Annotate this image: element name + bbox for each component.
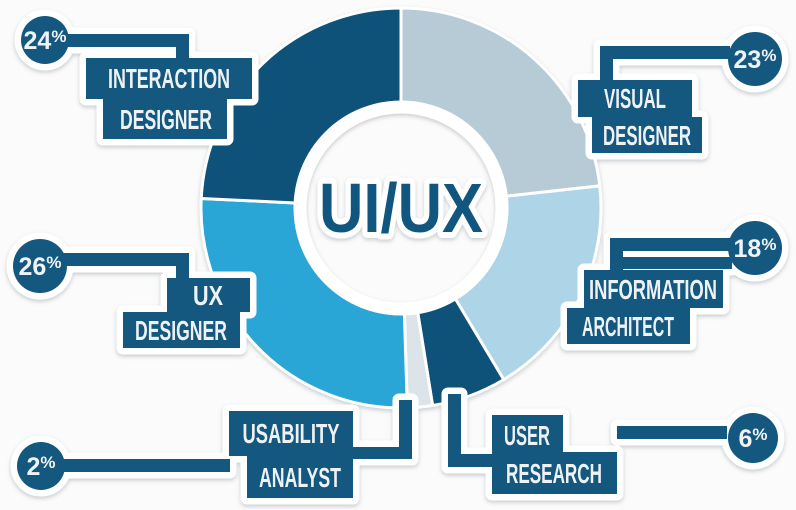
label-box-row1 [229,411,353,456]
label-line: VISUAL [604,83,666,114]
connector-elbow [600,46,613,86]
label-line: ARCHITECT [582,311,674,342]
connector-elbow [176,253,189,283]
label-box-row2 [103,99,227,139]
percent-label: 26% [19,253,62,281]
connector-elbow [610,238,623,274]
label-line: RESEARCH [506,458,602,489]
percent-label: 24% [24,27,67,55]
callout-interaction-designer: INTERACTION DESIGNER 24% [14,9,259,146]
label-box-row1 [578,80,692,117]
label-line: USABILITY [243,418,340,449]
connector-riser [399,400,412,459]
label-box-row2 [567,308,690,344]
connector-bar [610,238,730,251]
label-line: INFORMATION [589,274,717,305]
connector-bar [58,459,230,472]
label-box-row1 [167,278,250,312]
label-box-row2 [123,312,240,348]
callout-user-research: USER RESEARCH 6% [441,387,785,501]
label-line: INTERACTION [108,63,230,94]
label-line: DESIGNER [120,104,212,135]
donut-center-label: UI/UX [319,169,483,247]
percent-badge [728,32,782,86]
percent-badge [13,239,67,293]
percent-label: 2% [26,453,55,481]
label-line: DESIGNER [135,315,227,346]
connector-bar [55,253,188,266]
connector-bar-lower [620,257,732,269]
callout-visual-designer: VISUAL DESIGNER 23% [571,25,789,160]
label-box-row1 [86,58,252,99]
connector-bar [600,46,730,59]
label-box-row1 [492,415,563,456]
percent-badge [21,16,69,64]
percent-badge [17,442,65,490]
percent-badge [728,221,782,275]
callout-information-architect: INFORMATION ARCHITECT 18% [560,214,789,351]
percent-badge [728,413,778,463]
label-line: UX [193,280,223,311]
label-box-row2 [492,452,617,494]
label-line: USER [504,420,550,451]
label-box-row2 [592,117,702,153]
connector-bar-left [448,454,492,467]
percent-label: 23% [734,46,777,74]
label-box-row1 [584,270,723,308]
label-box-row2 [247,456,353,498]
connector-bar-right [353,447,412,459]
callout-ux-designer: UX DESIGNER 26% [6,232,257,355]
callout-usability-analyst: USABILITY ANALYST 2% [10,393,419,505]
percent-label: 18% [734,235,777,263]
connector-bar [58,34,188,47]
label-line: DESIGNER [603,120,691,151]
donut-inner-ring [293,100,509,316]
label-line: ANALYST [259,462,341,493]
connector-bar-right [617,426,727,439]
percent-label: 6% [738,425,767,453]
connector-riser [448,394,461,467]
